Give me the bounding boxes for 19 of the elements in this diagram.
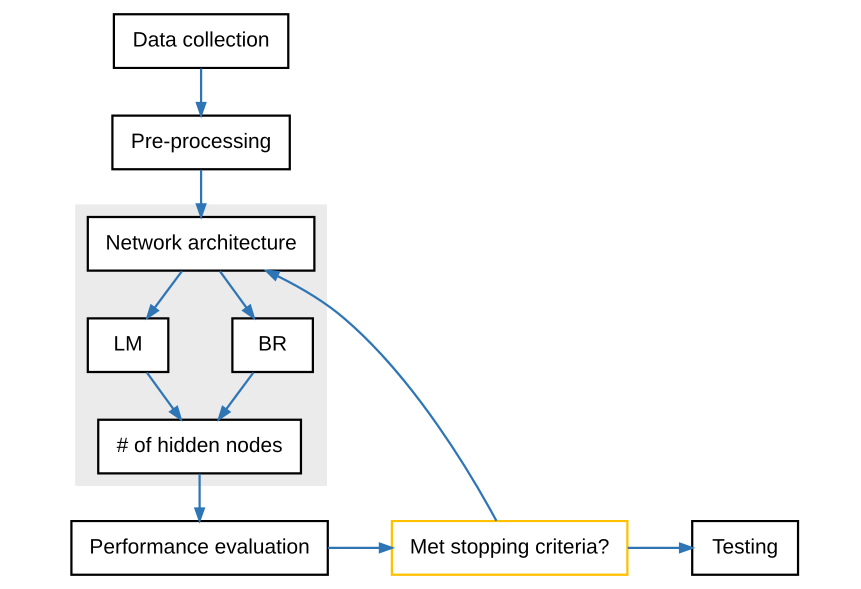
arrow: [194, 170, 206, 220]
arrow: [194, 68, 206, 118]
node-box: Performance evaluation: [70, 520, 328, 576]
arrow: [193, 474, 205, 524]
arrow: [327, 542, 395, 554]
arrow: [627, 542, 695, 554]
arrow: [145, 372, 182, 422]
node-box: LM: [86, 317, 169, 374]
node-box: Met stopping criteria?: [390, 520, 628, 576]
arrow: [218, 270, 256, 320]
node-box: # of hidden nodes: [96, 418, 302, 474]
arrow: [216, 372, 254, 422]
arrow: [262, 269, 497, 522]
node-box: Network architecture: [86, 216, 315, 272]
arrow: [144, 270, 182, 320]
node-box: Data collection: [112, 13, 289, 70]
node-box: BR: [230, 317, 314, 374]
node-box: Testing: [690, 520, 799, 576]
node-box: Pre-processing: [110, 114, 290, 170]
